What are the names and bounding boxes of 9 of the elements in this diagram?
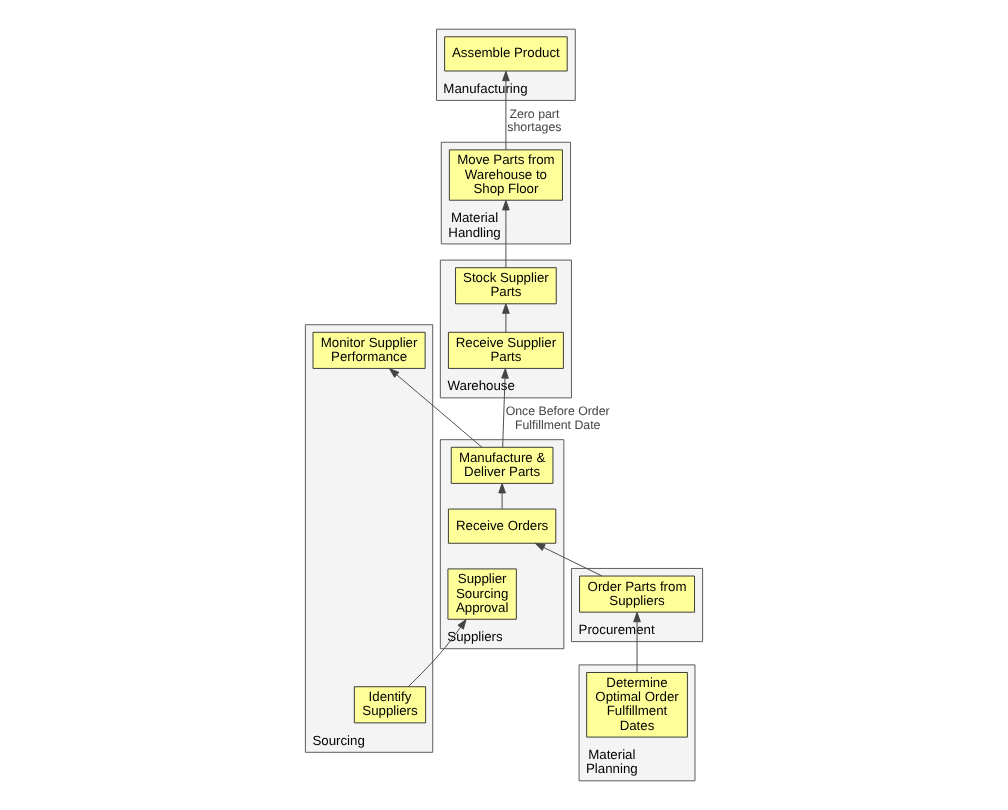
arrow xyxy=(633,611,641,673)
arrow xyxy=(502,199,510,269)
arrow xyxy=(502,70,510,151)
arrow xyxy=(534,542,603,577)
arrow xyxy=(389,368,483,448)
arrow xyxy=(498,482,506,510)
arrow xyxy=(501,368,509,448)
arrow xyxy=(407,618,467,688)
arrow xyxy=(502,303,510,333)
